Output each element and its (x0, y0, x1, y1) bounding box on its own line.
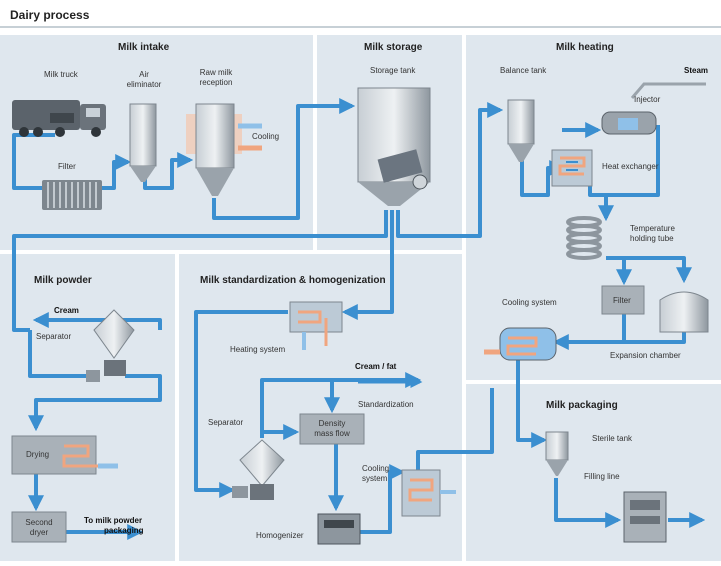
filter-icon (42, 180, 102, 210)
label-to-milk-powder: To milk powder (84, 516, 143, 525)
label-standardization: Standardization (358, 400, 414, 409)
label-filter-intake: Filter (58, 162, 76, 171)
label-homogenizer: Homogenizer (256, 531, 304, 540)
expansion-chamber-icon (659, 291, 709, 333)
label-dryer: dryer (29, 528, 49, 537)
section-milk-heating: Milk heating (556, 42, 614, 53)
injector-icon (601, 111, 657, 135)
label-cream-fat: Cream / fat (355, 362, 397, 371)
filter-box (601, 285, 645, 315)
label-eliminator: eliminator (126, 80, 162, 89)
cooling-system-icon (484, 327, 557, 361)
label-drying: Drying (26, 450, 50, 459)
separator-std-icon (232, 439, 285, 500)
label-second: Second (25, 518, 53, 527)
label-density: Density (318, 419, 346, 428)
storage-tank-icon (357, 87, 431, 206)
label-cooling-std: Cooling (362, 464, 390, 473)
page-title: Dairy process (10, 8, 90, 22)
label-storage-tank: Storage tank (370, 66, 416, 75)
label-injector: Injector (634, 95, 661, 104)
section-standardization: Milk standardization & homogenization (200, 275, 386, 286)
balance-tank-icon (507, 99, 535, 162)
steam-line (630, 82, 706, 99)
heat-exchanger-icon (551, 149, 593, 187)
label-reception: reception (199, 78, 233, 87)
section-milk-powder: Milk powder (34, 275, 92, 286)
holding-tube-icon (566, 216, 602, 260)
air-eliminator-icon (129, 103, 157, 182)
label-sterile-tank: Sterile tank (592, 434, 633, 443)
label-expansion-chamber: Expansion chamber (610, 351, 681, 360)
label-separator-std: Separator (208, 418, 244, 427)
label-milk-truck: Milk truck (44, 70, 78, 79)
label-separator-powder: Separator (36, 332, 72, 341)
homogenizer-icon (317, 513, 361, 545)
cooling-system-std-icon (401, 469, 456, 517)
label-heating-system: Heating system (230, 345, 286, 354)
label-balance-tank: Balance tank (500, 66, 547, 75)
dryer-icon (11, 435, 118, 475)
label-air: Air (139, 70, 149, 79)
label-packaging: packaging (104, 526, 144, 535)
label-raw-milk: Raw milk (199, 68, 233, 77)
section-milk-packaging: Milk packaging (546, 400, 618, 411)
label-cooling-system-heating: Cooling system (502, 298, 557, 307)
label-filter-heating: Filter (613, 296, 631, 305)
sterile-tank-icon (545, 431, 569, 476)
milk-truck-icon (12, 100, 106, 137)
separator-icon (86, 309, 135, 382)
label-heat-exchanger: Heat exchanger (602, 162, 659, 171)
section-milk-storage: Milk storage (364, 42, 423, 53)
label-filling-line: Filling line (584, 472, 620, 481)
label-cream: Cream (54, 306, 79, 315)
section-milk-intake: Milk intake (118, 42, 170, 53)
label-system-std: system (362, 474, 388, 483)
density-box (299, 413, 365, 445)
section-panels (0, 35, 721, 561)
raw-milk-tank-icon (186, 103, 262, 196)
label-cooling: Cooling (252, 132, 280, 141)
second-dryer-box (11, 511, 67, 543)
heat-exchanger-std-icon (289, 301, 343, 350)
filling-line-icon (623, 491, 667, 543)
label-steam: Steam (684, 66, 709, 75)
label-mass-flow: mass flow (314, 429, 350, 438)
label-holding-tube: holding tube (630, 234, 674, 243)
label-temperature: Temperature (630, 224, 675, 233)
